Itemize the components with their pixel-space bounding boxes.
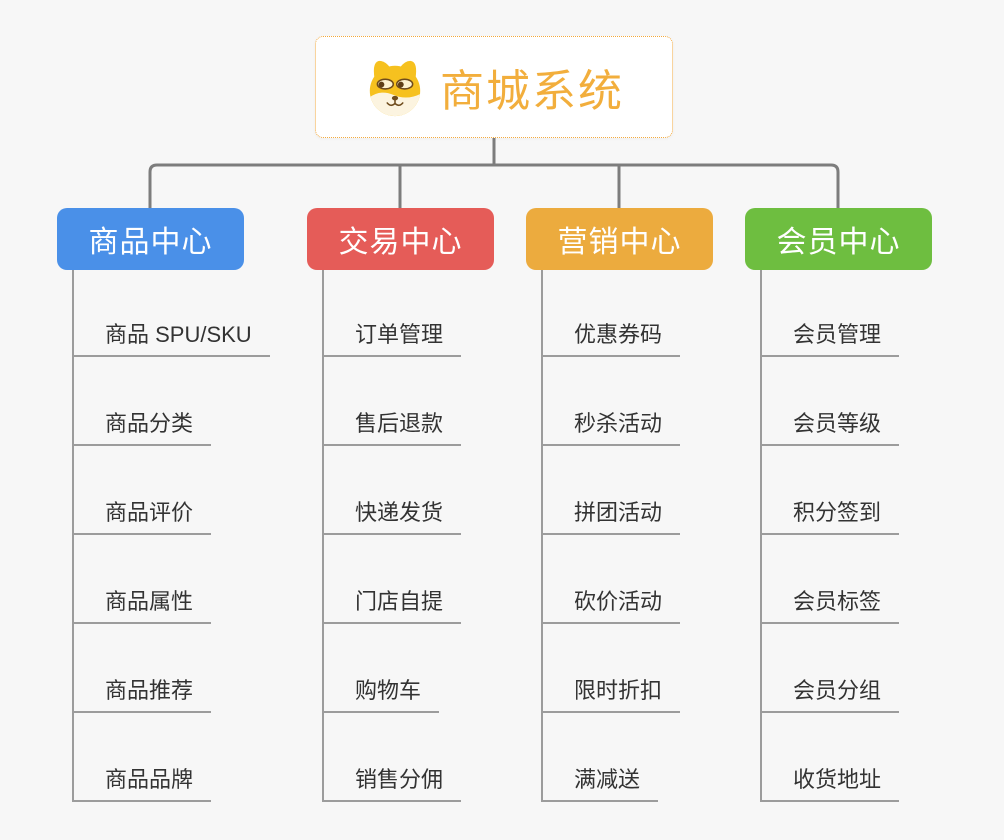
branch-spine — [322, 270, 324, 800]
branch-node-marketing-center[interactable]: 营销中心 — [526, 208, 713, 270]
branch-spine — [72, 270, 74, 800]
leaf-node[interactable]: 商品评价 — [72, 497, 212, 535]
branch-node-trade-center[interactable]: 交易中心 — [307, 208, 494, 270]
leaf-node[interactable]: 购物车 — [322, 675, 440, 713]
branch-spine — [760, 270, 762, 800]
leaf-node[interactable]: 商品品牌 — [72, 764, 212, 802]
leaf-node[interactable]: 会员分组 — [760, 675, 900, 713]
branch-spine — [541, 270, 543, 800]
leaf-node[interactable]: 会员管理 — [760, 319, 900, 357]
leaf-node[interactable]: 满减送 — [541, 764, 659, 802]
leaf-node[interactable]: 门店自提 — [322, 586, 462, 624]
leaf-node[interactable]: 快递发货 — [322, 497, 462, 535]
leaf-node[interactable]: 商品分类 — [72, 408, 212, 446]
leaf-node[interactable]: 会员标签 — [760, 586, 900, 624]
leaf-node[interactable]: 商品推荐 — [72, 675, 212, 713]
branch-node-product-center[interactable]: 商品中心 — [57, 208, 244, 270]
root-title: 商城系统 — [440, 67, 624, 116]
leaf-node[interactable]: 优惠券码 — [541, 319, 681, 357]
leaf-node[interactable]: 销售分佣 — [322, 764, 462, 802]
dog-face-icon — [364, 56, 426, 118]
root-node[interactable]: 商城系统 — [315, 36, 673, 138]
leaf-node[interactable]: 秒杀活动 — [541, 408, 681, 446]
leaf-node[interactable]: 会员等级 — [760, 408, 900, 446]
leaf-node[interactable]: 收货地址 — [760, 764, 900, 802]
leaf-node[interactable]: 商品 SPU/SKU — [72, 319, 270, 357]
leaf-node[interactable]: 积分签到 — [760, 497, 900, 535]
leaf-node[interactable]: 砍价活动 — [541, 586, 681, 624]
leaf-node[interactable]: 拼团活动 — [541, 497, 681, 535]
branch-node-member-center[interactable]: 会员中心 — [745, 208, 932, 270]
leaf-node[interactable]: 售后退款 — [322, 408, 462, 446]
leaf-node[interactable]: 商品属性 — [72, 586, 212, 624]
leaf-node[interactable]: 限时折扣 — [541, 675, 681, 713]
leaf-node[interactable]: 订单管理 — [322, 319, 462, 357]
